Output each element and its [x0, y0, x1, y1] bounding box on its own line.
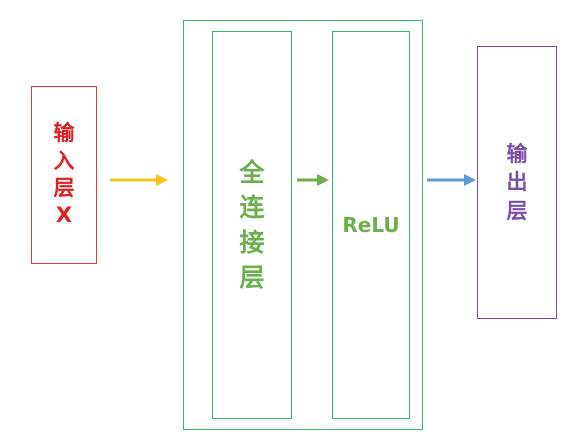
output-layer-label: 输出层 — [506, 141, 528, 223]
relu-label: ReLU — [342, 213, 400, 237]
output-layer-node: 输出层 — [477, 46, 557, 319]
input-layer-node: 输入层X — [31, 86, 97, 264]
network-block-container — [183, 20, 423, 430]
relu-node: ReLU — [332, 31, 410, 419]
edge-input-to-fc — [110, 174, 168, 186]
fully-connected-node: 全连接层 — [212, 31, 292, 419]
input-layer-label: 输入层X — [53, 121, 75, 228]
fully-connected-label: 全连接层 — [239, 158, 265, 292]
edge-relu-to-output — [427, 174, 476, 186]
